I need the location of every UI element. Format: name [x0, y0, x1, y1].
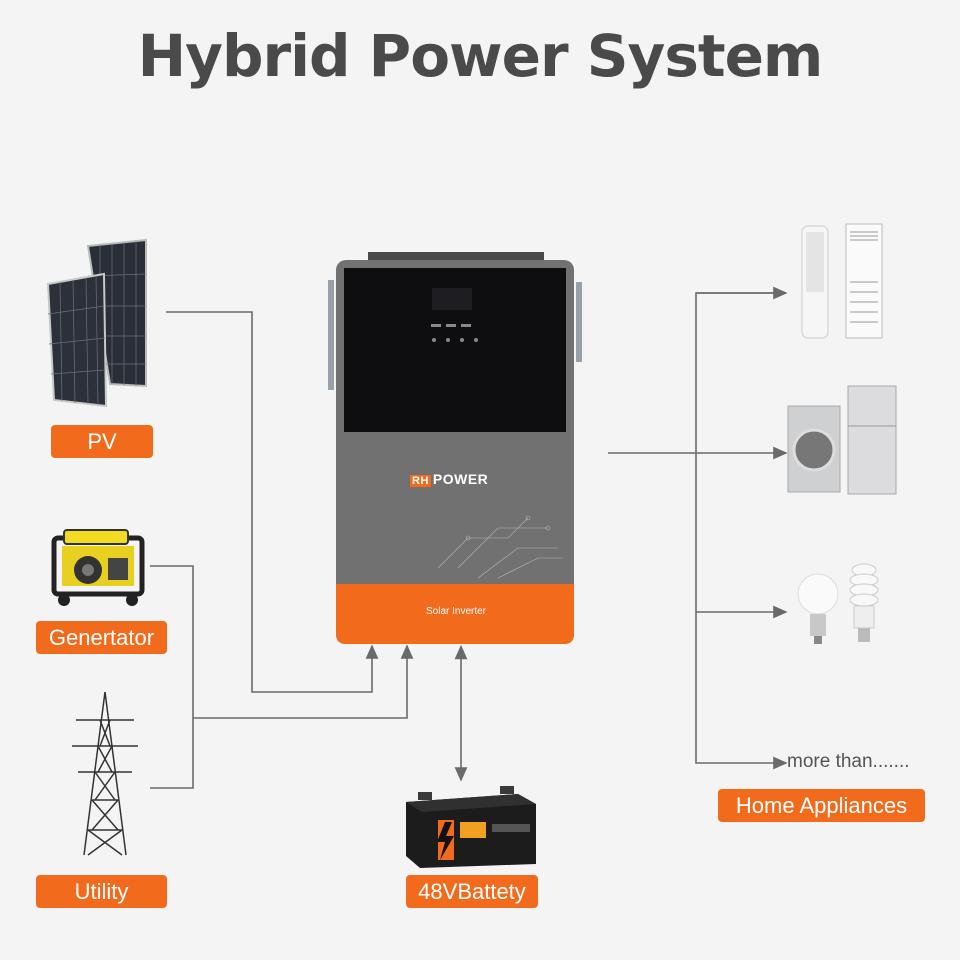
washer-fridge-icon: [786, 384, 900, 496]
utility-wire: [193, 646, 407, 718]
air-conditioner-icon: [796, 222, 888, 342]
solar-panel-icon: [40, 236, 155, 411]
inverter-product-label: Solar Inverter: [336, 606, 576, 617]
battery-label: 48VBattety: [406, 875, 538, 908]
pv-label: PV: [51, 425, 153, 458]
light-bulb-icon: [796, 560, 892, 652]
inverter-device: [328, 248, 584, 646]
brand-mark: RH: [410, 475, 431, 487]
generator-icon: [48, 522, 148, 606]
home-appliances-label: Home Appliances: [718, 789, 925, 822]
generator-wire: [150, 566, 193, 788]
generator-label: Genertator: [36, 621, 167, 654]
utility-tower-icon: [70, 690, 140, 860]
more-appliances-text: more than.......: [787, 751, 910, 773]
brand-name: POWER: [433, 471, 488, 487]
utility-label: Utility: [36, 875, 167, 908]
appliance-bus: [696, 293, 786, 763]
battery-icon: [400, 780, 540, 870]
